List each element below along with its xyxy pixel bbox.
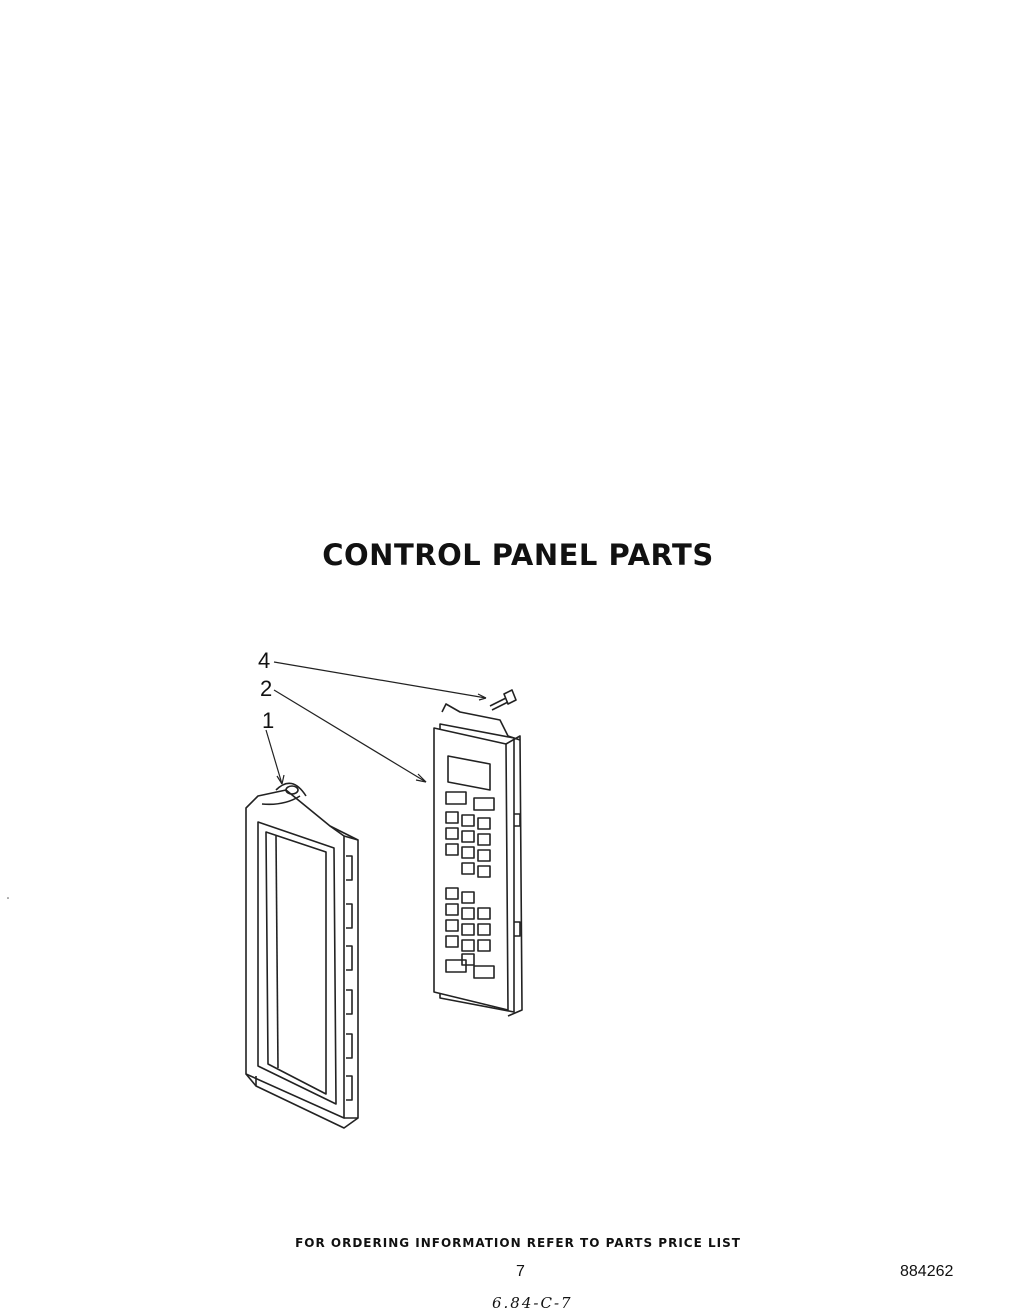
upper-keypad-keys bbox=[445, 791, 495, 878]
leader-line-2 bbox=[273, 689, 427, 783]
page-title: CONTROL PANEL PARTS bbox=[322, 538, 714, 572]
ordering-info-note: FOR ORDERING INFORMATION REFER TO PARTS … bbox=[295, 1236, 741, 1250]
leader-lines bbox=[265, 661, 487, 785]
page-number: 7 bbox=[516, 1263, 525, 1280]
callout-1: 1 bbox=[262, 708, 275, 733]
handwritten-mark: 6.84-C-7 bbox=[492, 1294, 573, 1312]
document-number: 884262 bbox=[900, 1263, 954, 1280]
part-1-frame bbox=[245, 782, 359, 1129]
leader-line-1 bbox=[265, 729, 283, 785]
callout-2: 2 bbox=[260, 676, 273, 701]
callout-4: 4 bbox=[258, 648, 271, 673]
lower-keypad-keys bbox=[445, 887, 495, 979]
part-4-screw bbox=[489, 689, 517, 711]
part-2-keypad-panel bbox=[433, 703, 523, 1017]
leader-line-4 bbox=[273, 661, 487, 699]
